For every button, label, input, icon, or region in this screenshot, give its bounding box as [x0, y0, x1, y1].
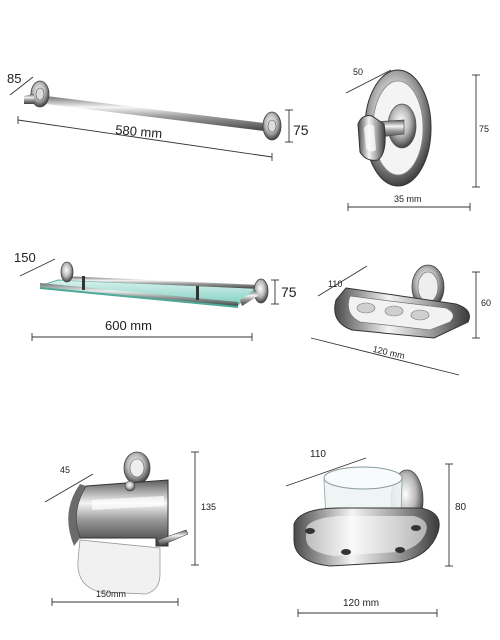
towel-rail-depth-label: 85	[7, 71, 22, 86]
glass-shelf-mount-right	[253, 278, 269, 304]
glass-shelf-image	[39, 261, 269, 308]
paper-holder-height-label: 135	[201, 502, 217, 512]
glass-shelf-length-label: 600 mm	[105, 318, 152, 333]
robe-hook-dimension-lines	[345, 69, 480, 211]
soap-dish-image	[334, 264, 470, 339]
robe-hook-depth-label: 50	[353, 67, 364, 77]
glass-shelf-height-label: 75	[281, 284, 297, 300]
paper-roll	[77, 539, 161, 595]
towel-rail-height-label: 75	[293, 122, 309, 138]
tumbler-holder-image	[293, 466, 440, 567]
soap-dish-depth-label: 110	[328, 279, 343, 289]
paper-holder-depth-label: 45	[60, 465, 71, 475]
soap-dish-height-label: 60	[481, 298, 492, 308]
tumbler-holder-height-label: 80	[455, 502, 467, 513]
paper-holder-width-label: 150mm	[96, 589, 127, 599]
robe-hook-height-label: 75	[479, 124, 490, 134]
glass-shelf-dimension-lines	[19, 258, 279, 341]
towel-rail-image	[24, 80, 282, 141]
towel-bar	[30, 94, 272, 132]
glass-shelf-depth-label: 150	[14, 250, 36, 265]
towel-rail-dimension-lines	[9, 76, 293, 161]
paper-holder-cover	[75, 479, 169, 547]
robe-hook-image	[357, 69, 432, 187]
paper-holder-dimension-lines	[44, 451, 199, 606]
robe-hook-width-label: 35 mm	[394, 194, 422, 204]
soap-dish-dimension-lines	[310, 265, 480, 376]
glass-shelf-mount-left	[60, 261, 74, 283]
paper-holder-image	[68, 451, 189, 595]
tumbler-holder-dimension-lines	[285, 457, 453, 617]
tumbler-holder-depth-label: 110	[310, 449, 326, 460]
tumbler-holder-width-label: 120 mm	[343, 598, 380, 609]
